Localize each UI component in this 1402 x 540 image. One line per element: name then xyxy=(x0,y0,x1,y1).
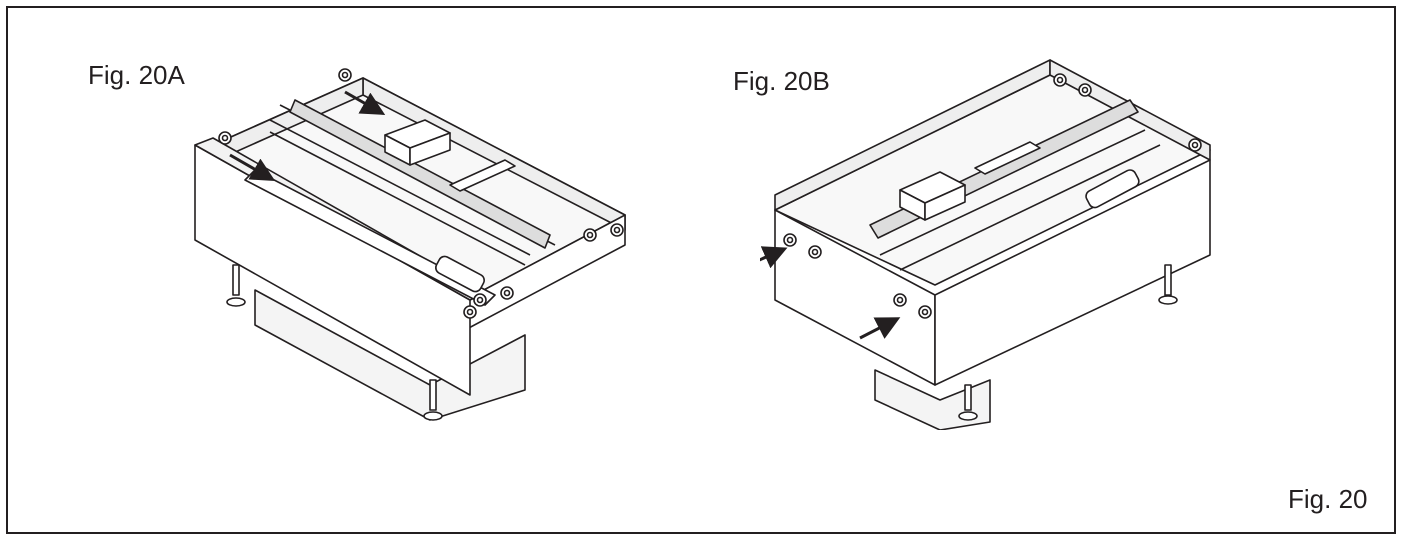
panel-a-label: Fig. 20A xyxy=(88,60,185,90)
enclosure-illustration-a xyxy=(194,68,626,421)
enclosure-illustration-b xyxy=(760,59,1211,430)
panel-b-label: Fig. 20B xyxy=(733,66,830,96)
figure-frame xyxy=(6,6,1396,534)
figure-label: Fig. 20 xyxy=(1288,484,1368,514)
